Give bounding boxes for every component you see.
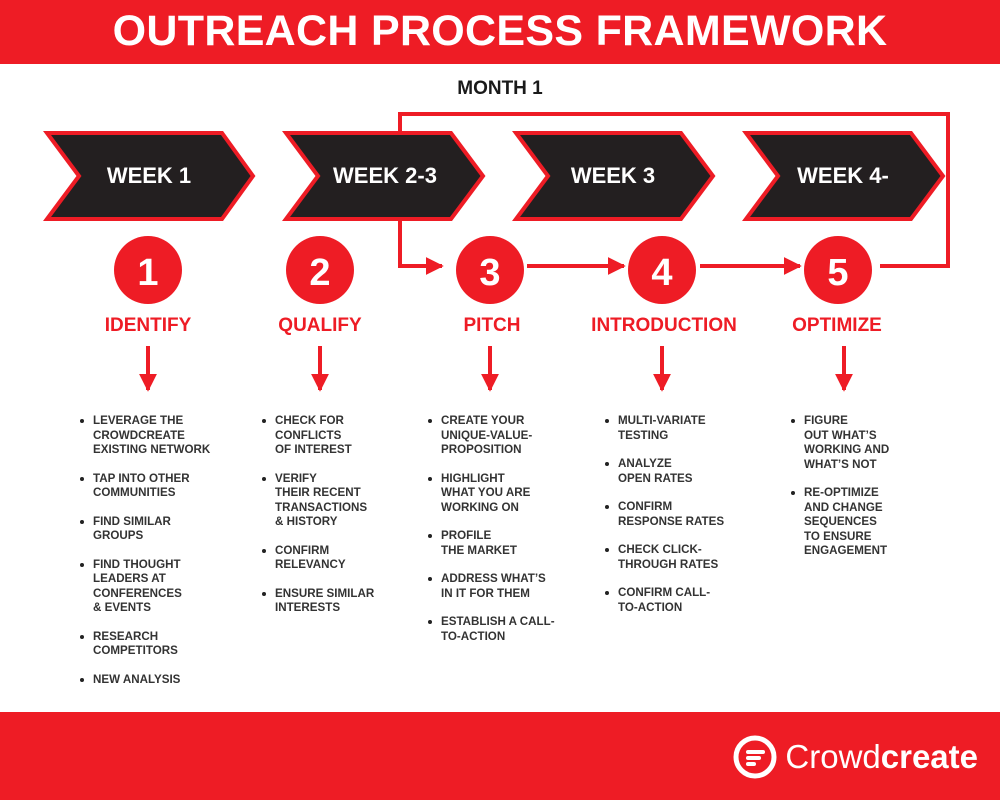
step-1-number: 1 [137, 252, 159, 294]
page-title: OUTREACH PROCESS FRAMEWORK [112, 7, 888, 55]
step-2-circle [286, 236, 354, 304]
step-4-list: MULTI-VARIATE TESTING ANALYZE OPEN RATES… [605, 414, 755, 629]
list-item: FIND SIMILAR GROUPS [80, 515, 230, 544]
list-item: TAP INTO OTHER COMMUNITIES [80, 472, 230, 501]
week-4-label: WEEK 4- [797, 163, 889, 188]
step-4-title: INTRODUCTION [591, 315, 737, 336]
list-item: NEW ANALYSIS [80, 673, 230, 688]
speech-bubble-icon [733, 735, 777, 779]
month-label: MONTH 1 [457, 78, 543, 99]
footer-band [0, 712, 1000, 800]
list-item: RE-OPTIMIZE AND CHANGE SEQUENCES TO ENSU… [791, 486, 941, 559]
list-item: CHECK FOR CONFLICTS OF INTEREST [262, 414, 412, 458]
list-item: ESTABLISH A CALL- TO-ACTION [428, 615, 578, 644]
list-item: CONFIRM CALL- TO-ACTION [605, 586, 755, 615]
list-item: ENSURE SIMILAR INTERESTS [262, 587, 412, 616]
list-item: FIND THOUGHT LEADERS AT CONFERENCES & EV… [80, 558, 230, 616]
week-3-chevron [512, 131, 716, 221]
step-3-list: CREATE YOUR UNIQUE-VALUE- PROPOSITION HI… [428, 414, 578, 658]
week-2-3-label: WEEK 2-3 [333, 163, 437, 188]
list-item: CONFIRM RESPONSE RATES [605, 500, 755, 529]
step-4-circle [628, 236, 696, 304]
week-1-chevron [43, 131, 256, 221]
step-5-circle [804, 236, 872, 304]
step-2-title: QUALIFY [278, 315, 362, 336]
list-item: CONFIRM RELEVANCY [262, 544, 412, 573]
list-item: LEVERAGE THE CROWDCREATE EXISTING NETWOR… [80, 414, 230, 458]
step-1-circle [114, 236, 182, 304]
week-4-chevron [742, 131, 946, 221]
list-item: HIGHLIGHT WHAT YOU ARE WORKING ON [428, 472, 578, 516]
list-item: CREATE YOUR UNIQUE-VALUE- PROPOSITION [428, 414, 578, 458]
header-band [0, 0, 1000, 64]
step-3-circle [456, 236, 524, 304]
brand-name-part2: create [880, 738, 978, 775]
list-item: VERIFY THEIR RECENT TRANSACTIONS & HISTO… [262, 472, 412, 530]
step-1-list: LEVERAGE THE CROWDCREATE EXISTING NETWOR… [80, 414, 230, 701]
step-2-number: 2 [309, 252, 331, 294]
week-2-3-chevron [282, 131, 486, 221]
list-item: ADDRESS WHAT’S IN IT FOR THEM [428, 572, 578, 601]
step-5-title: OPTIMIZE [792, 315, 882, 336]
list-item: FIGURE OUT WHAT’S WORKING AND WHAT’S NOT [791, 414, 941, 472]
list-item: MULTI-VARIATE TESTING [605, 414, 755, 443]
list-item: CHECK CLICK- THROUGH RATES [605, 543, 755, 572]
list-item: ANALYZE OPEN RATES [605, 457, 755, 486]
brand-name-part1: Crowd [785, 738, 881, 775]
step-4-number: 4 [651, 252, 673, 294]
week-1-label: WEEK 1 [106, 163, 192, 188]
step-5-list: FIGURE OUT WHAT’S WORKING AND WHAT’S NOT… [791, 414, 941, 573]
week-3-label: WEEK 3 [570, 163, 656, 188]
step-5-number: 5 [827, 252, 849, 294]
feedback-loop-connector [398, 112, 950, 275]
step-2-list: CHECK FOR CONFLICTS OF INTEREST VERIFY T… [262, 414, 412, 630]
step-3-title: PITCH [463, 315, 521, 336]
list-item: PROFILE THE MARKET [428, 529, 578, 558]
step-1-title: IDENTIFY [104, 315, 192, 336]
step-3-number: 3 [479, 252, 501, 294]
list-item: RESEARCH COMPETITORS [80, 630, 230, 659]
